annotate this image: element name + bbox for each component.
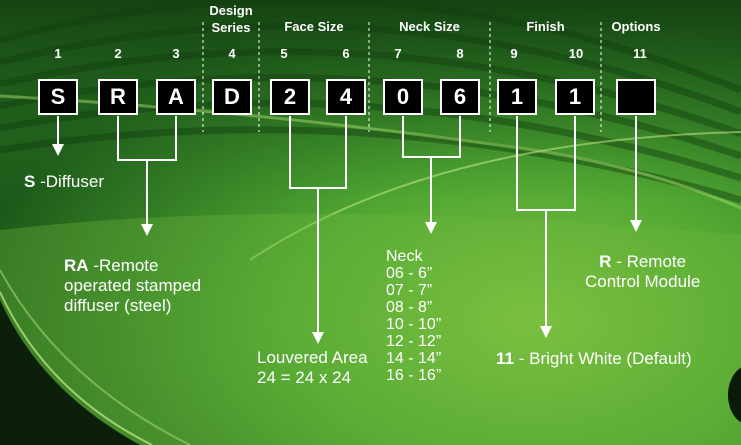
remote-operated-line2: operated stamped xyxy=(64,276,201,296)
louvered-area-line1: Louvered Area xyxy=(257,348,368,368)
finish-code: 11 xyxy=(496,349,514,368)
remote-operated-description: RA -Remote operated stamped diffuser (st… xyxy=(64,256,201,316)
finish-text: - Bright White (Default) xyxy=(519,349,692,368)
neck-size-item: 14 - 14” xyxy=(386,350,441,367)
position-number: 9 xyxy=(494,46,534,61)
options-code: R xyxy=(599,252,611,271)
position-number: 4 xyxy=(212,46,252,61)
louvered-area-line2: 24 = 24 x 24 xyxy=(257,368,368,388)
finish-description: 11 - Bright White (Default) xyxy=(496,349,692,369)
louvered-area-description: Louvered Area 24 = 24 x 24 xyxy=(257,348,368,388)
face-size-header: Face Size xyxy=(259,19,369,34)
position-number: 2 xyxy=(98,46,138,61)
code-box: 1 xyxy=(555,79,595,115)
position-number: 7 xyxy=(378,46,418,61)
neck-size-item: 07 - 7” xyxy=(386,282,441,299)
remote-operated-line1: -Remote xyxy=(93,256,158,275)
neck-size-item: 16 - 16” xyxy=(386,367,441,384)
position-number: 5 xyxy=(264,46,304,61)
code-box: 0 xyxy=(383,79,423,115)
code-box: S xyxy=(38,79,78,115)
neck-size-item: 12 - 12” xyxy=(386,333,441,350)
diffuser-text: -Diffuser xyxy=(40,172,104,191)
code-box: 1 xyxy=(497,79,537,115)
code-box: 4 xyxy=(326,79,366,115)
neck-size-item: 08 - 8” xyxy=(386,299,441,316)
diffuser-code: S xyxy=(24,172,35,191)
position-number: 11 xyxy=(620,46,660,61)
options-line1: - Remote xyxy=(616,252,686,271)
code-box: 2 xyxy=(270,79,310,115)
code-box: A xyxy=(156,79,196,115)
options-line2: Control Module xyxy=(585,272,700,292)
position-number: 3 xyxy=(156,46,196,61)
neck-size-item: 06 - 6” xyxy=(386,265,441,282)
diffuser-description: S -Diffuser xyxy=(24,172,104,192)
options-description: R - Remote Control Module xyxy=(585,252,700,292)
position-number: 6 xyxy=(326,46,366,61)
position-number: 8 xyxy=(440,46,480,61)
position-number: 1 xyxy=(38,46,78,61)
design-series-header: Design Series xyxy=(203,2,259,36)
neck-size-list: Neck 06 - 6” 07 - 7” 08 - 8” 10 - 10” 12… xyxy=(386,248,441,384)
neck-size-header: Neck Size xyxy=(369,19,490,34)
remote-operated-line3: diffuser (steel) xyxy=(64,296,201,316)
code-box: R xyxy=(98,79,138,115)
design-series-header-line2: Series xyxy=(203,19,259,36)
design-series-header-line1: Design xyxy=(203,2,259,19)
neck-title: Neck xyxy=(386,248,441,265)
neck-size-item: 10 - 10” xyxy=(386,316,441,333)
remote-operated-code: RA xyxy=(64,256,89,275)
finish-header: Finish xyxy=(490,19,601,34)
code-box xyxy=(616,79,656,115)
code-box: D xyxy=(212,79,252,115)
options-header: Options xyxy=(601,19,671,34)
code-box: 6 xyxy=(440,79,480,115)
position-number: 10 xyxy=(556,46,596,61)
